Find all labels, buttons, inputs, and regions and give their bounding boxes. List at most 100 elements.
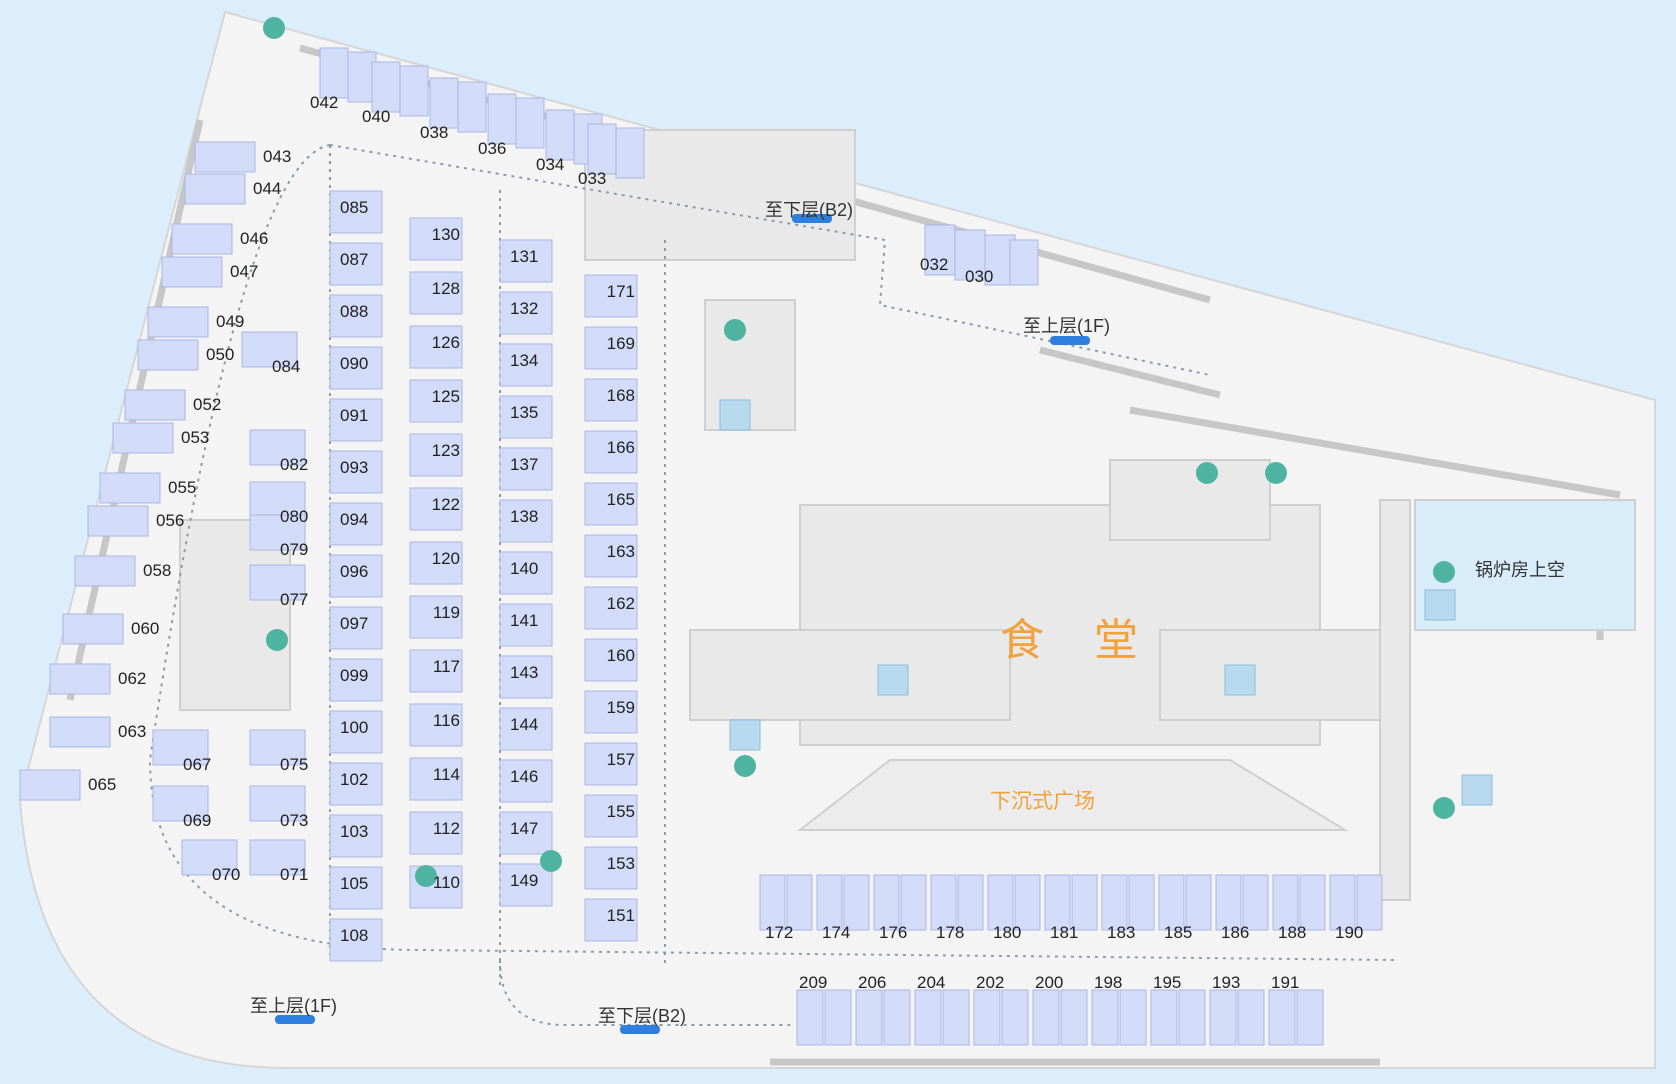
parking-space[interactable] bbox=[1185, 874, 1212, 931]
space-number[interactable]: 099 bbox=[340, 666, 368, 685]
space-number[interactable]: 202 bbox=[976, 973, 1004, 992]
space-number[interactable]: 060 bbox=[131, 619, 159, 638]
parking-space[interactable] bbox=[786, 874, 813, 931]
space-number[interactable]: 191 bbox=[1271, 973, 1299, 992]
space-number[interactable]: 132 bbox=[510, 299, 538, 318]
space-number[interactable]: 134 bbox=[510, 351, 538, 370]
parking-space[interactable] bbox=[584, 742, 638, 786]
space-number[interactable]: 149 bbox=[510, 871, 538, 890]
parking-space[interactable] bbox=[843, 874, 870, 931]
space-number[interactable]: 125 bbox=[432, 387, 460, 406]
parking-space[interactable] bbox=[499, 603, 553, 647]
parking-space[interactable] bbox=[1128, 874, 1155, 931]
parking-space[interactable] bbox=[409, 271, 463, 315]
space-number[interactable]: 176 bbox=[879, 923, 907, 942]
space-number[interactable]: 160 bbox=[607, 646, 635, 665]
elevator-icon[interactable] bbox=[877, 664, 909, 696]
parking-space[interactable] bbox=[409, 757, 463, 801]
parking-space[interactable] bbox=[1215, 874, 1242, 931]
parking-space[interactable] bbox=[152, 785, 209, 822]
parking-space[interactable] bbox=[499, 759, 553, 803]
space-number[interactable]: 163 bbox=[607, 542, 635, 561]
parking-space[interactable] bbox=[584, 794, 638, 838]
parking-space[interactable] bbox=[584, 378, 638, 422]
space-number[interactable]: 040 bbox=[362, 107, 390, 126]
stairs-icon[interactable] bbox=[415, 865, 437, 887]
space-number[interactable]: 085 bbox=[340, 198, 368, 217]
space-number[interactable]: 058 bbox=[143, 561, 171, 580]
parking-space[interactable] bbox=[855, 989, 883, 1046]
parking-space[interactable] bbox=[409, 541, 463, 585]
parking-space[interactable] bbox=[1268, 989, 1296, 1046]
parking-space[interactable] bbox=[329, 450, 383, 494]
space-number[interactable]: 030 bbox=[965, 267, 993, 286]
space-number[interactable]: 137 bbox=[510, 455, 538, 474]
parking-space[interactable] bbox=[241, 331, 298, 368]
parking-space[interactable] bbox=[1329, 874, 1356, 931]
parking-space[interactable] bbox=[329, 346, 383, 390]
parking-space[interactable] bbox=[99, 472, 161, 504]
space-number[interactable]: 171 bbox=[607, 282, 635, 301]
stairs-icon[interactable] bbox=[540, 850, 562, 872]
parking-space[interactable] bbox=[249, 839, 306, 876]
parking-space[interactable] bbox=[329, 710, 383, 754]
space-number[interactable]: 153 bbox=[607, 854, 635, 873]
parking-space[interactable] bbox=[49, 716, 111, 748]
parking-space[interactable] bbox=[371, 61, 401, 113]
parking-space[interactable] bbox=[1091, 989, 1119, 1046]
space-number[interactable]: 063 bbox=[118, 722, 146, 741]
space-number[interactable]: 069 bbox=[183, 811, 211, 830]
space-number[interactable]: 050 bbox=[206, 345, 234, 364]
parking-space[interactable] bbox=[112, 422, 174, 454]
space-number[interactable]: 120 bbox=[432, 549, 460, 568]
parking-space[interactable] bbox=[249, 564, 306, 601]
space-number[interactable]: 147 bbox=[510, 819, 538, 838]
space-number[interactable]: 056 bbox=[156, 511, 184, 530]
space-number[interactable]: 079 bbox=[280, 540, 308, 559]
parking-space[interactable] bbox=[329, 502, 383, 546]
canteen-label[interactable]: 食 堂 bbox=[1000, 615, 1156, 666]
parking-space[interactable] bbox=[584, 898, 638, 942]
stairs-icon[interactable] bbox=[263, 17, 285, 39]
space-number[interactable]: 097 bbox=[340, 614, 368, 633]
space-number[interactable]: 084 bbox=[272, 357, 300, 376]
parking-space[interactable] bbox=[499, 707, 553, 751]
parking-space[interactable] bbox=[584, 482, 638, 526]
space-number[interactable]: 185 bbox=[1164, 923, 1192, 942]
space-number[interactable]: 114 bbox=[433, 765, 460, 784]
space-number[interactable]: 193 bbox=[1212, 973, 1240, 992]
parking-space[interactable] bbox=[62, 613, 124, 645]
parking-space[interactable] bbox=[1356, 874, 1383, 931]
parking-space[interactable] bbox=[409, 433, 463, 477]
space-number[interactable]: 126 bbox=[432, 333, 460, 352]
parking-space[interactable] bbox=[249, 785, 306, 822]
parking-space[interactable] bbox=[1158, 874, 1185, 931]
parking-space[interactable] bbox=[184, 173, 246, 205]
parking-space[interactable] bbox=[249, 729, 306, 766]
space-number[interactable]: 204 bbox=[917, 973, 945, 992]
space-number[interactable]: 055 bbox=[168, 478, 196, 497]
space-number[interactable]: 188 bbox=[1278, 923, 1306, 942]
elevator-icon[interactable] bbox=[1461, 774, 1493, 806]
parking-space[interactable] bbox=[409, 811, 463, 855]
restroom-icon[interactable] bbox=[1265, 462, 1287, 484]
space-number[interactable]: 094 bbox=[340, 510, 368, 529]
space-number[interactable]: 102 bbox=[340, 770, 368, 789]
parking-space[interactable] bbox=[499, 655, 553, 699]
space-number[interactable]: 144 bbox=[510, 715, 538, 734]
parking-space[interactable] bbox=[161, 256, 223, 288]
parking-space[interactable] bbox=[409, 325, 463, 369]
parking-space[interactable] bbox=[409, 487, 463, 531]
space-number[interactable]: 091 bbox=[340, 406, 368, 425]
parking-space[interactable] bbox=[1009, 239, 1039, 286]
space-number[interactable]: 052 bbox=[193, 395, 221, 414]
space-number[interactable]: 190 bbox=[1335, 923, 1363, 942]
space-number[interactable]: 033 bbox=[578, 169, 606, 188]
space-number[interactable]: 067 bbox=[183, 755, 211, 774]
parking-space[interactable] bbox=[816, 874, 843, 931]
ramp-bottom-down-label[interactable]: 至下层(B2) bbox=[598, 1006, 686, 1026]
space-number[interactable]: 155 bbox=[607, 802, 635, 821]
space-number[interactable]: 172 bbox=[765, 923, 793, 942]
parking-space[interactable] bbox=[515, 97, 545, 149]
space-number[interactable]: 200 bbox=[1035, 973, 1063, 992]
